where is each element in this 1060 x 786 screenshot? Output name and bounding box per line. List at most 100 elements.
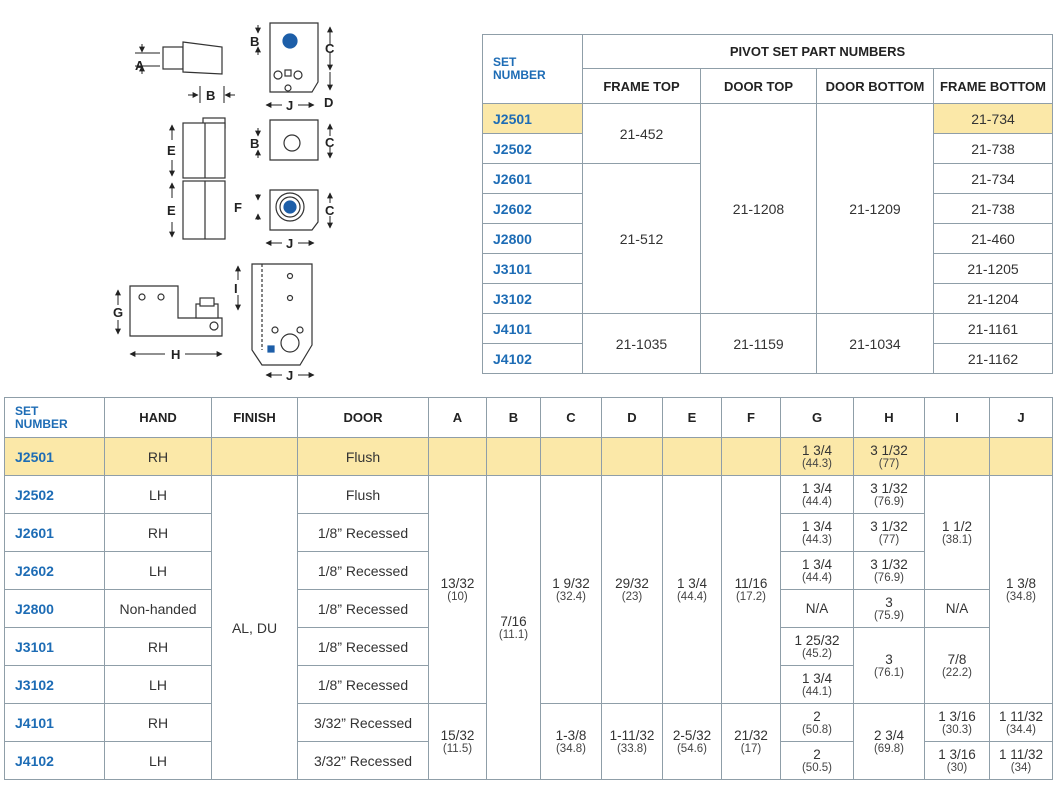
door-plate-drawing <box>269 119 319 161</box>
hand-cell: RH <box>104 703 212 742</box>
set-number: J2800 <box>482 223 583 254</box>
door-cell: Flush <box>297 475 429 514</box>
bearing-plate-drawing <box>269 189 319 231</box>
set-number: J2501 <box>4 437 105 476</box>
set-number: J2502 <box>482 133 583 164</box>
a-cell: 15/32(11.5) <box>428 703 487 780</box>
col-c: C <box>540 397 602 438</box>
table-row: J4101 RH 3/32” Recessed 15/32(11.5) 1-3/… <box>4 703 1053 780</box>
dim-label-c: C <box>325 203 335 218</box>
set-number: J4102 <box>4 741 105 780</box>
table-row: J2800 Non-handed 1/8” Recessed N/A 3(75.… <box>4 589 1053 628</box>
table-row: J4102 LH 3/32” Recessed 2(50.5) 1 3/16(3… <box>4 741 1053 780</box>
dim-label-h: H <box>171 347 180 362</box>
table-row: J2800 21-460 <box>482 223 1054 254</box>
g-cell: 1 25/32(45.2) <box>780 627 854 666</box>
set-number: J4101 <box>482 313 583 344</box>
set-number: J2800 <box>4 589 105 628</box>
h-cell: 2 3/4(69.8) <box>853 703 925 780</box>
col-door: DOOR <box>297 397 429 438</box>
frame-top-cell: 21-452 <box>582 103 701 164</box>
finish-cell <box>211 437 298 476</box>
col-e: E <box>662 397 722 438</box>
c-cell <box>540 437 602 476</box>
frame-bottom-cell: 21-734 <box>932 163 1054 194</box>
set-number: J3101 <box>4 627 105 666</box>
hand-cell: LH <box>104 665 212 704</box>
frame-bottom-cell: 21-1161 <box>932 313 1054 344</box>
f-cell: 11/16(17.2) <box>721 475 781 704</box>
col-door-bottom: DOOR BOTTOM <box>816 68 934 104</box>
col-a: A <box>428 397 487 438</box>
dim-label-a: A <box>135 58 145 73</box>
h-cell: 3 1/32(76.9) <box>853 475 925 514</box>
col-f: F <box>721 397 781 438</box>
top-plate-drawing <box>269 22 319 93</box>
col-hand: HAND <box>104 397 212 438</box>
set-number: J2601 <box>482 163 583 194</box>
set-number: J3102 <box>482 283 583 314</box>
c-cell: 1 9/32(32.4) <box>540 475 602 704</box>
set-number: J2602 <box>4 551 105 590</box>
set-number: J4102 <box>482 343 583 374</box>
col-door-top: DOOR TOP <box>700 68 817 104</box>
hand-cell: Non-handed <box>104 589 212 628</box>
col-frame-top: FRAME TOP <box>582 68 701 104</box>
frame-bottom-cell: 21-1162 <box>932 343 1054 374</box>
frame-bottom-cell: 21-1204 <box>932 283 1054 314</box>
table-row: J2501 RH Flush 1 3/4(44.3) 3 1/32(77) <box>4 437 1053 476</box>
j-cell: 1 11/32(34) <box>989 741 1053 780</box>
dim-label-c: C <box>325 41 335 56</box>
col-g: G <box>780 397 854 438</box>
door-bottom-cell: 21-1209 <box>816 103 934 314</box>
set-number: J2502 <box>4 475 105 514</box>
a-cell: 13/32(10) <box>428 475 487 704</box>
door-cell: 1/8” Recessed <box>297 589 429 628</box>
dim-label-f: F <box>234 200 242 215</box>
table-row: J2502 LH AL, DU Flush 13/32(10) 7/16(11.… <box>4 475 1053 780</box>
door-cell: 1/8” Recessed <box>297 665 429 704</box>
i-cell: 1 1/2(38.1) <box>924 475 990 590</box>
side-pin-drawing <box>162 41 226 129</box>
h-cell: 3(76.1) <box>853 627 925 704</box>
table-row: J2602 LH 1/8” Recessed 1 3/4(44.4) 3 1/3… <box>4 551 1053 590</box>
dim-label-c: C <box>325 135 335 150</box>
col-finish: FINISH <box>211 397 298 438</box>
g-cell: N/A <box>780 589 854 628</box>
g-cell: 1 3/4(44.4) <box>780 475 854 514</box>
bottom-bracket-drawing <box>129 285 223 337</box>
col-h: H <box>853 397 925 438</box>
dim-label-e: E <box>167 143 176 158</box>
frame-bottom-cell: 21-1205 <box>932 253 1054 284</box>
pivot-group-header: PIVOT SET PART NUMBERS <box>581 34 1054 69</box>
pivot-dimension-diagram: A B B C D J E E B C F C J G H I J <box>0 0 470 392</box>
set-number: J2601 <box>4 513 105 552</box>
dim-label-g: G <box>113 305 123 320</box>
col-d: D <box>601 397 663 438</box>
frame-bottom-cell: 21-738 <box>932 133 1054 164</box>
e-cell <box>662 437 722 476</box>
set-number: J3102 <box>4 665 105 704</box>
col-frame-bottom: FRAME BOTTOM <box>932 68 1054 104</box>
e-cell: 1 3/4(44.4) <box>662 475 722 704</box>
hand-cell: LH <box>104 741 212 780</box>
col-b: B <box>486 397 541 438</box>
door-cell: 1/8” Recessed <box>297 513 429 552</box>
dim-label-j: J <box>286 368 293 383</box>
table-row: J2502 21-738 <box>482 133 1054 164</box>
table-row: J3101 21-1205 <box>482 253 1054 284</box>
side-plate-drawing <box>251 263 313 366</box>
door-top-cell: 21-1208 <box>700 103 817 314</box>
d-cell <box>601 437 663 476</box>
h-cell: 3 1/32(76.9) <box>853 551 925 590</box>
hand-cell: LH <box>104 551 212 590</box>
table-row: J2601 21-512 21-734 <box>482 163 1054 314</box>
set-number: J2501 <box>482 103 583 134</box>
frame-bottom-cell: 21-738 <box>932 193 1054 224</box>
col-i: I <box>924 397 990 438</box>
frame-block-drawing <box>182 122 226 240</box>
frame-bottom-cell: 21-734 <box>932 103 1054 134</box>
